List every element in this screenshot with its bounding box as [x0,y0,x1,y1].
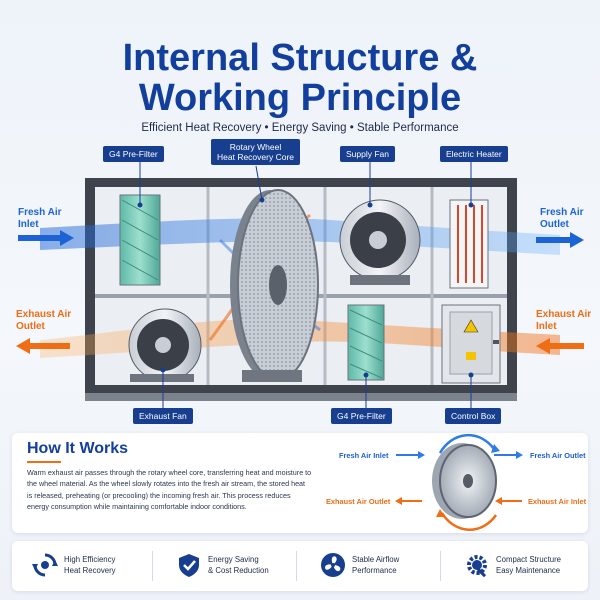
recycle-icon [32,553,58,577]
features-bar: High Efficiency Heat Recovery Energy Sav… [12,541,588,591]
fresh-air-inlet-line-1: Fresh Air [18,207,62,218]
wheel-label-exhaust-out: Exhaust Air Outlet [326,497,391,506]
cabinet [85,178,517,401]
g4-pre-filter-bottom [347,304,385,381]
label-exhaust-fan: Exhaust Fan [133,408,193,424]
label-electric-heater: Electric Heater [440,146,508,162]
label-supply-fan: Supply Fan [340,146,395,162]
exhaust-air-outlet-arrow [16,338,70,354]
fresh-air-outlet-line-2: Outlet [540,219,569,230]
fan-icon [321,553,345,577]
feature-line-1: Energy Saving [208,555,259,564]
fresh-air-inlet-arrow [18,230,74,246]
feature-item: High Efficiency Heat Recovery [12,541,156,591]
g4-pre-filter-top [119,194,161,286]
leader-lines [137,161,474,408]
heading-underline [27,461,61,463]
wheel-label-fresh-in: Fresh Air Inlet [339,451,389,460]
label-rotary-wheel-line-2: Heat Recovery Core [217,152,295,162]
arrow-icon [495,497,502,505]
shield-check-icon [179,554,199,577]
arrow-icon [395,497,402,505]
label-g4-pre-filter-bottom: G4 Pre-Filter [331,408,392,424]
fresh-air-outlet-line-1: Fresh Air [540,207,584,218]
feature-text: Stable Airflow Performance [352,555,399,576]
label-fresh-air-inlet: Fresh Air Inlet [18,207,62,231]
rotary-wheel-core [230,189,319,382]
feature-line-2: Performance [352,565,397,575]
exhaust-air-outlet-line-1: Exhaust Air [16,309,72,320]
exhaust-air-flow [40,213,560,358]
arrow-icon [516,451,523,459]
feature-item: Compact Structure Easy Maintenance [444,541,588,591]
feature-line-2: Easy Maintenance [496,565,561,575]
wheel-mini-diagram: Fresh Air Inlet Fresh Air Outlet Exhaust… [322,433,588,533]
how-it-works-panel: How It Works Warm exhaust air passes thr… [12,433,588,533]
feature-text: Compact Structure Easy Maintenance [496,555,561,576]
feature-line-2: Heat Recovery [64,565,116,575]
divider [440,551,441,581]
feature-line-1: Stable Airflow [352,555,400,564]
electric-heater [449,199,489,289]
wheel-label-exhaust-in: Exhaust Air Inlet [528,497,587,506]
divider [296,551,297,581]
feature-line-1: High Efficiency [64,555,116,564]
how-it-works-heading: How It Works [27,440,129,457]
fresh-air-inlet-line-2: Inlet [18,219,39,230]
control-box [441,304,501,384]
wheel-label-fresh-out: Fresh Air Outlet [530,451,586,460]
title-line-2: Working Principle [138,77,462,119]
feature-line-1: Compact Structure [496,555,561,564]
page-title: Internal Structure & Working Principle [0,38,600,118]
feature-item: Stable Airflow Performance [300,541,444,591]
arrow-icon [418,451,425,459]
page-subtitle: Efficient Heat Recovery • Energy Saving … [141,122,459,134]
exhaust-air-inlet-line-2: Inlet [536,321,557,332]
feature-text: High Efficiency Heat Recovery [64,555,116,576]
exhaust-air-inlet-line-1: Exhaust Air [536,309,592,320]
exhaust-fan [128,308,202,382]
wheel-mini-svg [395,434,523,531]
feature-text: Energy Saving & Cost Reduction [208,555,269,576]
label-rotary-wheel-line-1: Rotary Wheel [229,142,282,152]
label-exhaust-air-outlet: Exhaust Air Outlet [16,309,71,333]
label-rotary-wheel: Rotary Wheel Heat Recovery Core [211,139,301,165]
supply-fan [339,199,421,285]
exhaust-air-outlet-line-2: Outlet [16,321,45,332]
label-fresh-air-outlet: Fresh Air Outlet [540,207,584,231]
fresh-air-outlet-arrow [536,232,584,248]
gear-wrench-icon [467,555,487,578]
exhaust-air-inlet-arrow [536,338,584,354]
fresh-air-flow [40,218,560,255]
divider [152,551,153,581]
feature-item: Energy Saving & Cost Reduction [156,541,300,591]
title-line-1: Internal Structure & [122,37,478,79]
feature-line-2: & Cost Reduction [208,565,269,575]
label-control-box: Control Box [445,408,502,424]
label-g4-pre-filter-top: G4 Pre-Filter [103,146,164,162]
label-exhaust-air-inlet: Exhaust Air Inlet [536,309,591,333]
how-it-works-body: Warm exhaust air passes through the rota… [27,468,312,511]
